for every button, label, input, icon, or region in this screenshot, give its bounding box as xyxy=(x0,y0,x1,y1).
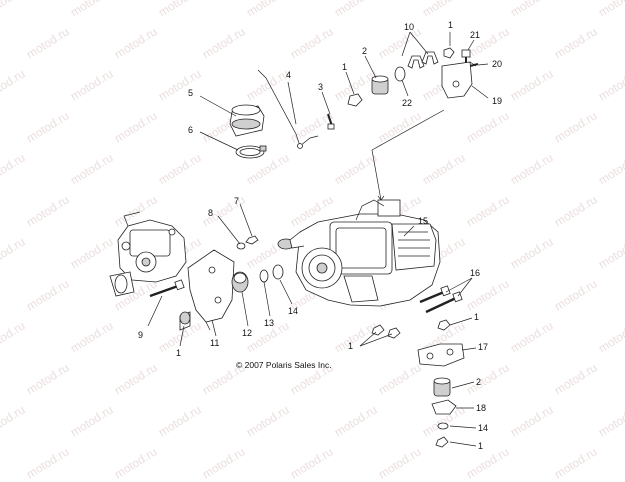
nut-1-bottom xyxy=(435,436,449,448)
callout-7: 7 xyxy=(234,196,239,206)
engine-mount-bracket-11 xyxy=(179,249,235,331)
nut-1-center-right xyxy=(387,327,401,339)
clip-18 xyxy=(431,399,457,415)
washer-13 xyxy=(259,269,269,283)
bracket-17 xyxy=(417,343,465,367)
washer-14-bottom xyxy=(437,422,449,430)
callout-12: 12 xyxy=(242,328,252,338)
leader-lines xyxy=(147,31,489,447)
exploded-view-drawing: 1 10 21 2 20 1 4 3 5 22 19 6 7 8 15 16 1… xyxy=(109,20,502,451)
nut-1-right xyxy=(437,319,451,331)
washer-22 xyxy=(394,66,406,82)
callout-1: 1 xyxy=(448,20,453,30)
callout-10: 10 xyxy=(404,22,414,32)
callout-1: 1 xyxy=(342,62,347,72)
washer-8 xyxy=(236,242,246,250)
nut-1-top xyxy=(347,93,363,107)
isolator-12 xyxy=(231,271,249,293)
copyright-notice: © 2007 Polaris Sales Inc. xyxy=(236,360,332,370)
nut-1-top-right xyxy=(443,47,455,59)
leader-line-engine-bracket xyxy=(371,109,445,201)
callout-1: 1 xyxy=(348,341,353,351)
callout-19: 19 xyxy=(492,96,502,106)
callout-8: 8 xyxy=(208,208,213,218)
callout-2: 2 xyxy=(476,377,481,387)
transmission-assembly xyxy=(109,211,187,297)
callout-6: 6 xyxy=(188,125,193,135)
bolt-9 xyxy=(149,279,185,298)
clips-10 xyxy=(407,51,439,69)
callout-13: 13 xyxy=(264,318,274,328)
callout-5: 5 xyxy=(188,88,193,98)
callout-2: 2 xyxy=(362,46,367,56)
hose-clamp-6 xyxy=(235,145,267,159)
bolts-16 xyxy=(419,285,463,314)
callout-14: 14 xyxy=(478,423,488,433)
callout-21: 21 xyxy=(470,30,480,40)
callout-22: 22 xyxy=(402,98,412,108)
isolator-2-bottom xyxy=(433,377,451,397)
callout-3: 3 xyxy=(318,82,323,92)
callout-20: 20 xyxy=(492,59,502,69)
callout-9: 9 xyxy=(138,330,143,340)
callout-15: 15 xyxy=(418,216,428,226)
nut-7 xyxy=(245,235,259,245)
rod-4 xyxy=(257,69,319,149)
callout-4: 4 xyxy=(286,70,291,80)
callout-18: 18 xyxy=(476,403,486,413)
intake-boot-5 xyxy=(229,104,265,137)
callout-labels: 1 10 21 2 20 1 4 3 5 22 19 6 7 8 15 16 1… xyxy=(138,20,502,451)
nut-14 xyxy=(272,264,284,280)
callout-14: 14 xyxy=(288,306,298,316)
callout-16: 16 xyxy=(470,268,480,278)
callout-1: 1 xyxy=(478,441,483,451)
engine-assembly xyxy=(277,199,441,307)
callout-1: 1 xyxy=(176,348,181,358)
callout-17: 17 xyxy=(478,342,488,352)
isolator-2-top xyxy=(371,75,389,95)
callout-1: 1 xyxy=(474,312,479,322)
bracket-19 xyxy=(441,61,477,99)
bolt-3 xyxy=(327,113,335,130)
callout-11: 11 xyxy=(210,338,219,348)
